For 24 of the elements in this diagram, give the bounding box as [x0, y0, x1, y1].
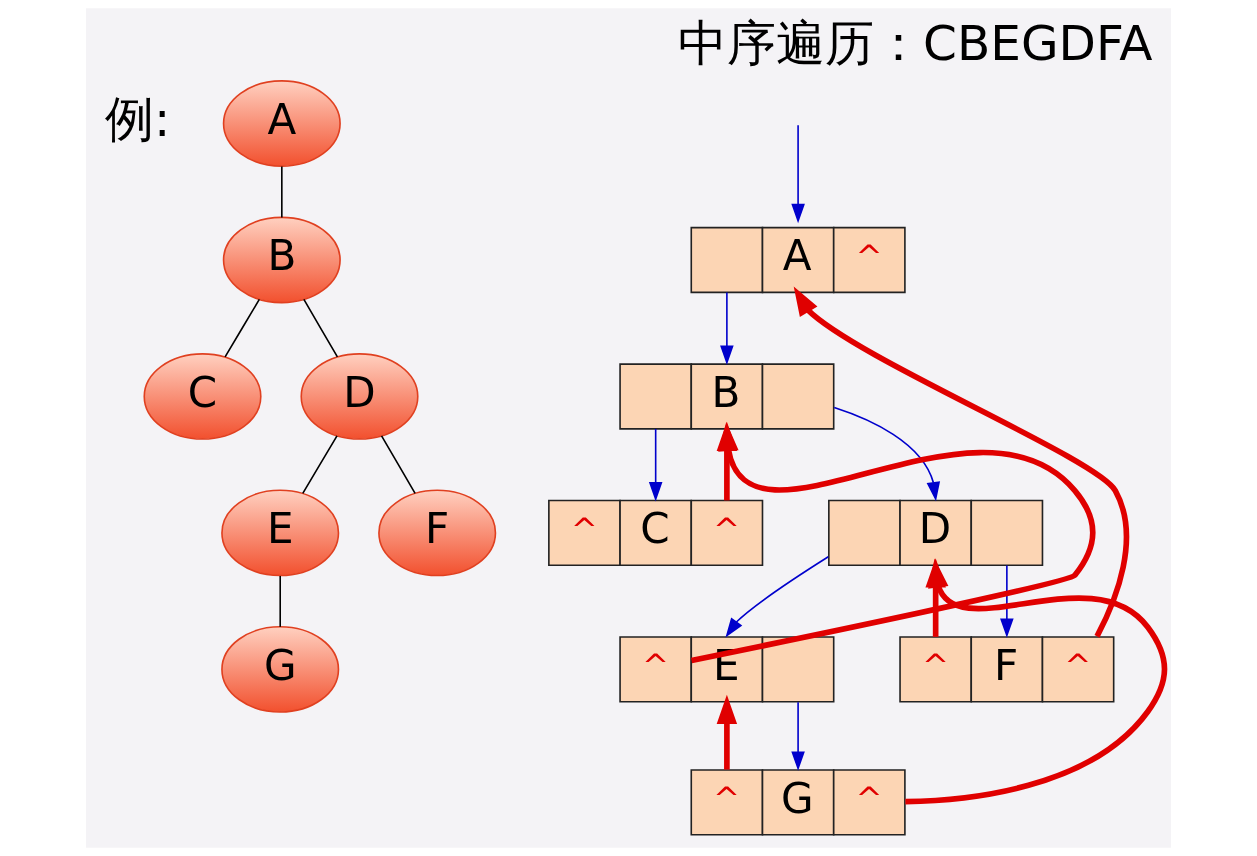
connector — [303, 298, 339, 358]
connector — [380, 435, 416, 495]
arrow — [725, 555, 830, 638]
label: 例: — [105, 90, 171, 147]
arrow — [791, 124, 805, 224]
node-ellipse: E — [221, 489, 340, 577]
arrow — [720, 291, 734, 365]
arrow — [791, 701, 805, 771]
arrow — [833, 406, 941, 502]
arrow — [648, 428, 663, 502]
connector — [281, 165, 283, 219]
node-ellipse: C — [143, 353, 262, 440]
arrow — [716, 694, 738, 770]
arrow — [793, 286, 1130, 638]
node-ellipse: D — [300, 353, 419, 440]
connector — [301, 435, 338, 495]
node-ellipse: F — [378, 489, 497, 577]
arrow — [1000, 564, 1014, 638]
node-ellipse: G — [221, 625, 340, 713]
node-ellipse: A — [222, 80, 341, 167]
node-ellipse: B — [222, 216, 341, 304]
connector — [224, 298, 261, 358]
connector — [279, 575, 281, 628]
diagram-title: 中序遍历：CBEGDFA — [678, 15, 1153, 72]
